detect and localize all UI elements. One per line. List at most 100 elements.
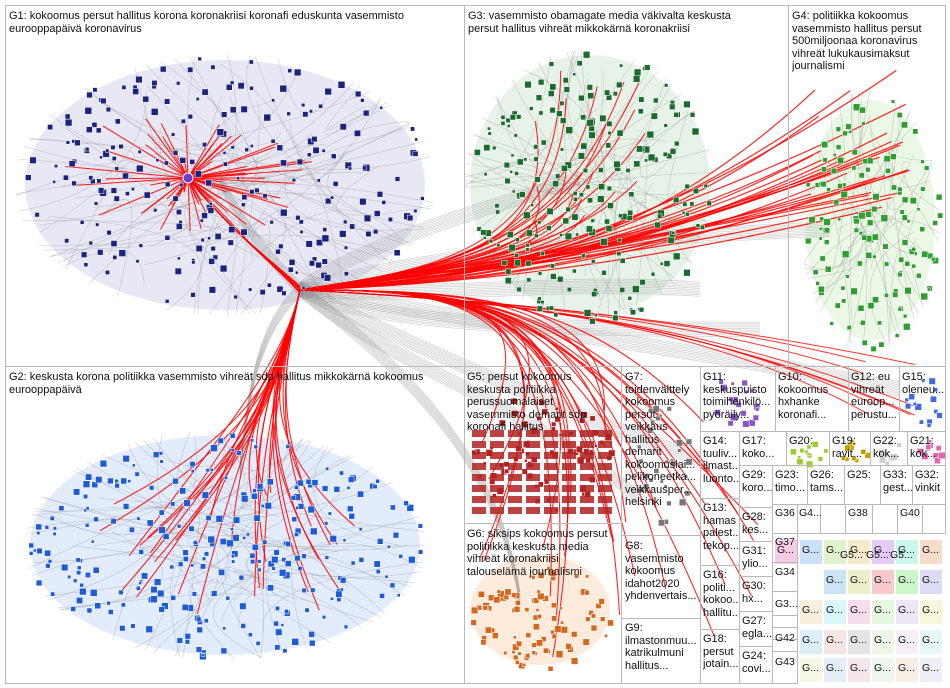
node-g2 [95, 476, 103, 484]
gray-edge [127, 444, 331, 517]
gray-edge [254, 56, 379, 240]
node-g4 [834, 302, 841, 309]
node-g1 [280, 159, 287, 167]
node-g1 [88, 240, 93, 246]
gray-edge [299, 292, 901, 394]
node-g3 [514, 259, 522, 267]
node-g15 [933, 387, 938, 393]
panel-g33 [880, 465, 913, 505]
node-g6 [532, 597, 540, 604]
node-g3 [525, 243, 530, 248]
node-g2 [209, 468, 214, 472]
node-g2 [136, 516, 141, 521]
node-g1 [180, 118, 186, 124]
node-g4 [857, 304, 865, 312]
node-g7 [643, 473, 650, 479]
red-edge [65, 165, 189, 179]
node-g4 [931, 257, 936, 262]
node-g5 [536, 415, 542, 421]
node-g1 [322, 227, 328, 232]
node-g2 [131, 463, 136, 468]
node-g1 [221, 111, 228, 118]
node-g2 [342, 538, 347, 543]
node-g2 [295, 506, 299, 510]
node-g3 [540, 251, 545, 256]
red-edge [187, 177, 221, 199]
node-g2 [377, 538, 384, 545]
node-g3 [587, 92, 595, 100]
red-edge [187, 177, 268, 200]
node-g6 [515, 660, 520, 665]
node-g1 [187, 66, 194, 73]
node-g1 [164, 181, 171, 188]
node-g3 [689, 201, 695, 207]
node-g4 [826, 187, 831, 192]
node-g2 [230, 527, 234, 532]
panel-gx2 [872, 504, 898, 534]
node-g6 [480, 639, 487, 646]
node-g1 [321, 258, 328, 265]
red-edge [147, 289, 301, 538]
gray-edge [143, 439, 270, 467]
node-g3 [612, 314, 619, 322]
node-g2 [58, 505, 65, 512]
node-g3 [659, 261, 664, 266]
node-g4 [822, 157, 828, 163]
gray-edge [43, 496, 284, 536]
node-g19 [849, 439, 855, 444]
node-g2 [128, 526, 135, 533]
red-edge [299, 90, 851, 291]
node-g3 [516, 286, 522, 293]
node-g21 [934, 457, 941, 464]
node-g4 [824, 265, 832, 273]
node-g4 [900, 121, 908, 129]
node-g1 [301, 102, 306, 108]
gray-edge [869, 231, 915, 346]
panel-g38 [845, 504, 873, 534]
gray-edge [145, 64, 346, 181]
node-g5-tile [580, 496, 594, 503]
node-g4 [912, 128, 919, 135]
gray-edge [219, 171, 301, 283]
gray-edge [175, 431, 202, 494]
node-g2 [226, 539, 234, 548]
node-g20 [823, 448, 829, 454]
node-g4 [903, 314, 908, 319]
node-g3 [540, 300, 545, 305]
node-g3 [597, 195, 605, 203]
tiny-cluster-tile [896, 630, 918, 654]
panel-g29 [739, 465, 773, 508]
node-g3 [505, 117, 511, 123]
node-g2 [291, 638, 299, 646]
node-g2 [158, 526, 166, 534]
node-g1 [227, 239, 234, 246]
gray-edge [222, 429, 268, 518]
node-g1 [97, 249, 104, 256]
node-g2 [176, 523, 182, 529]
node-g4 [866, 219, 874, 226]
node-g7 [666, 500, 672, 507]
node-g2 [417, 523, 423, 529]
red-edge [187, 177, 246, 239]
gray-edge [225, 455, 351, 582]
node-g2 [346, 486, 351, 490]
node-g2 [348, 513, 355, 520]
node-g1 [248, 59, 254, 65]
gray-edge [284, 160, 423, 231]
node-g6 [531, 575, 536, 580]
node-g2 [196, 626, 203, 634]
node-g2 [200, 563, 206, 570]
gray-edge [299, 289, 901, 391]
node-g2 [250, 559, 256, 565]
node-g5-tile [580, 430, 594, 437]
node-g2 [253, 514, 261, 522]
node-g2 [285, 444, 291, 449]
node-g1 [212, 254, 219, 260]
node-g21 [925, 444, 932, 450]
node-g1 [233, 294, 238, 300]
node-g4 [924, 165, 930, 171]
node-g2 [347, 505, 354, 512]
node-g4 [819, 226, 823, 231]
node-g3 [516, 158, 524, 166]
node-g3 [619, 258, 626, 264]
